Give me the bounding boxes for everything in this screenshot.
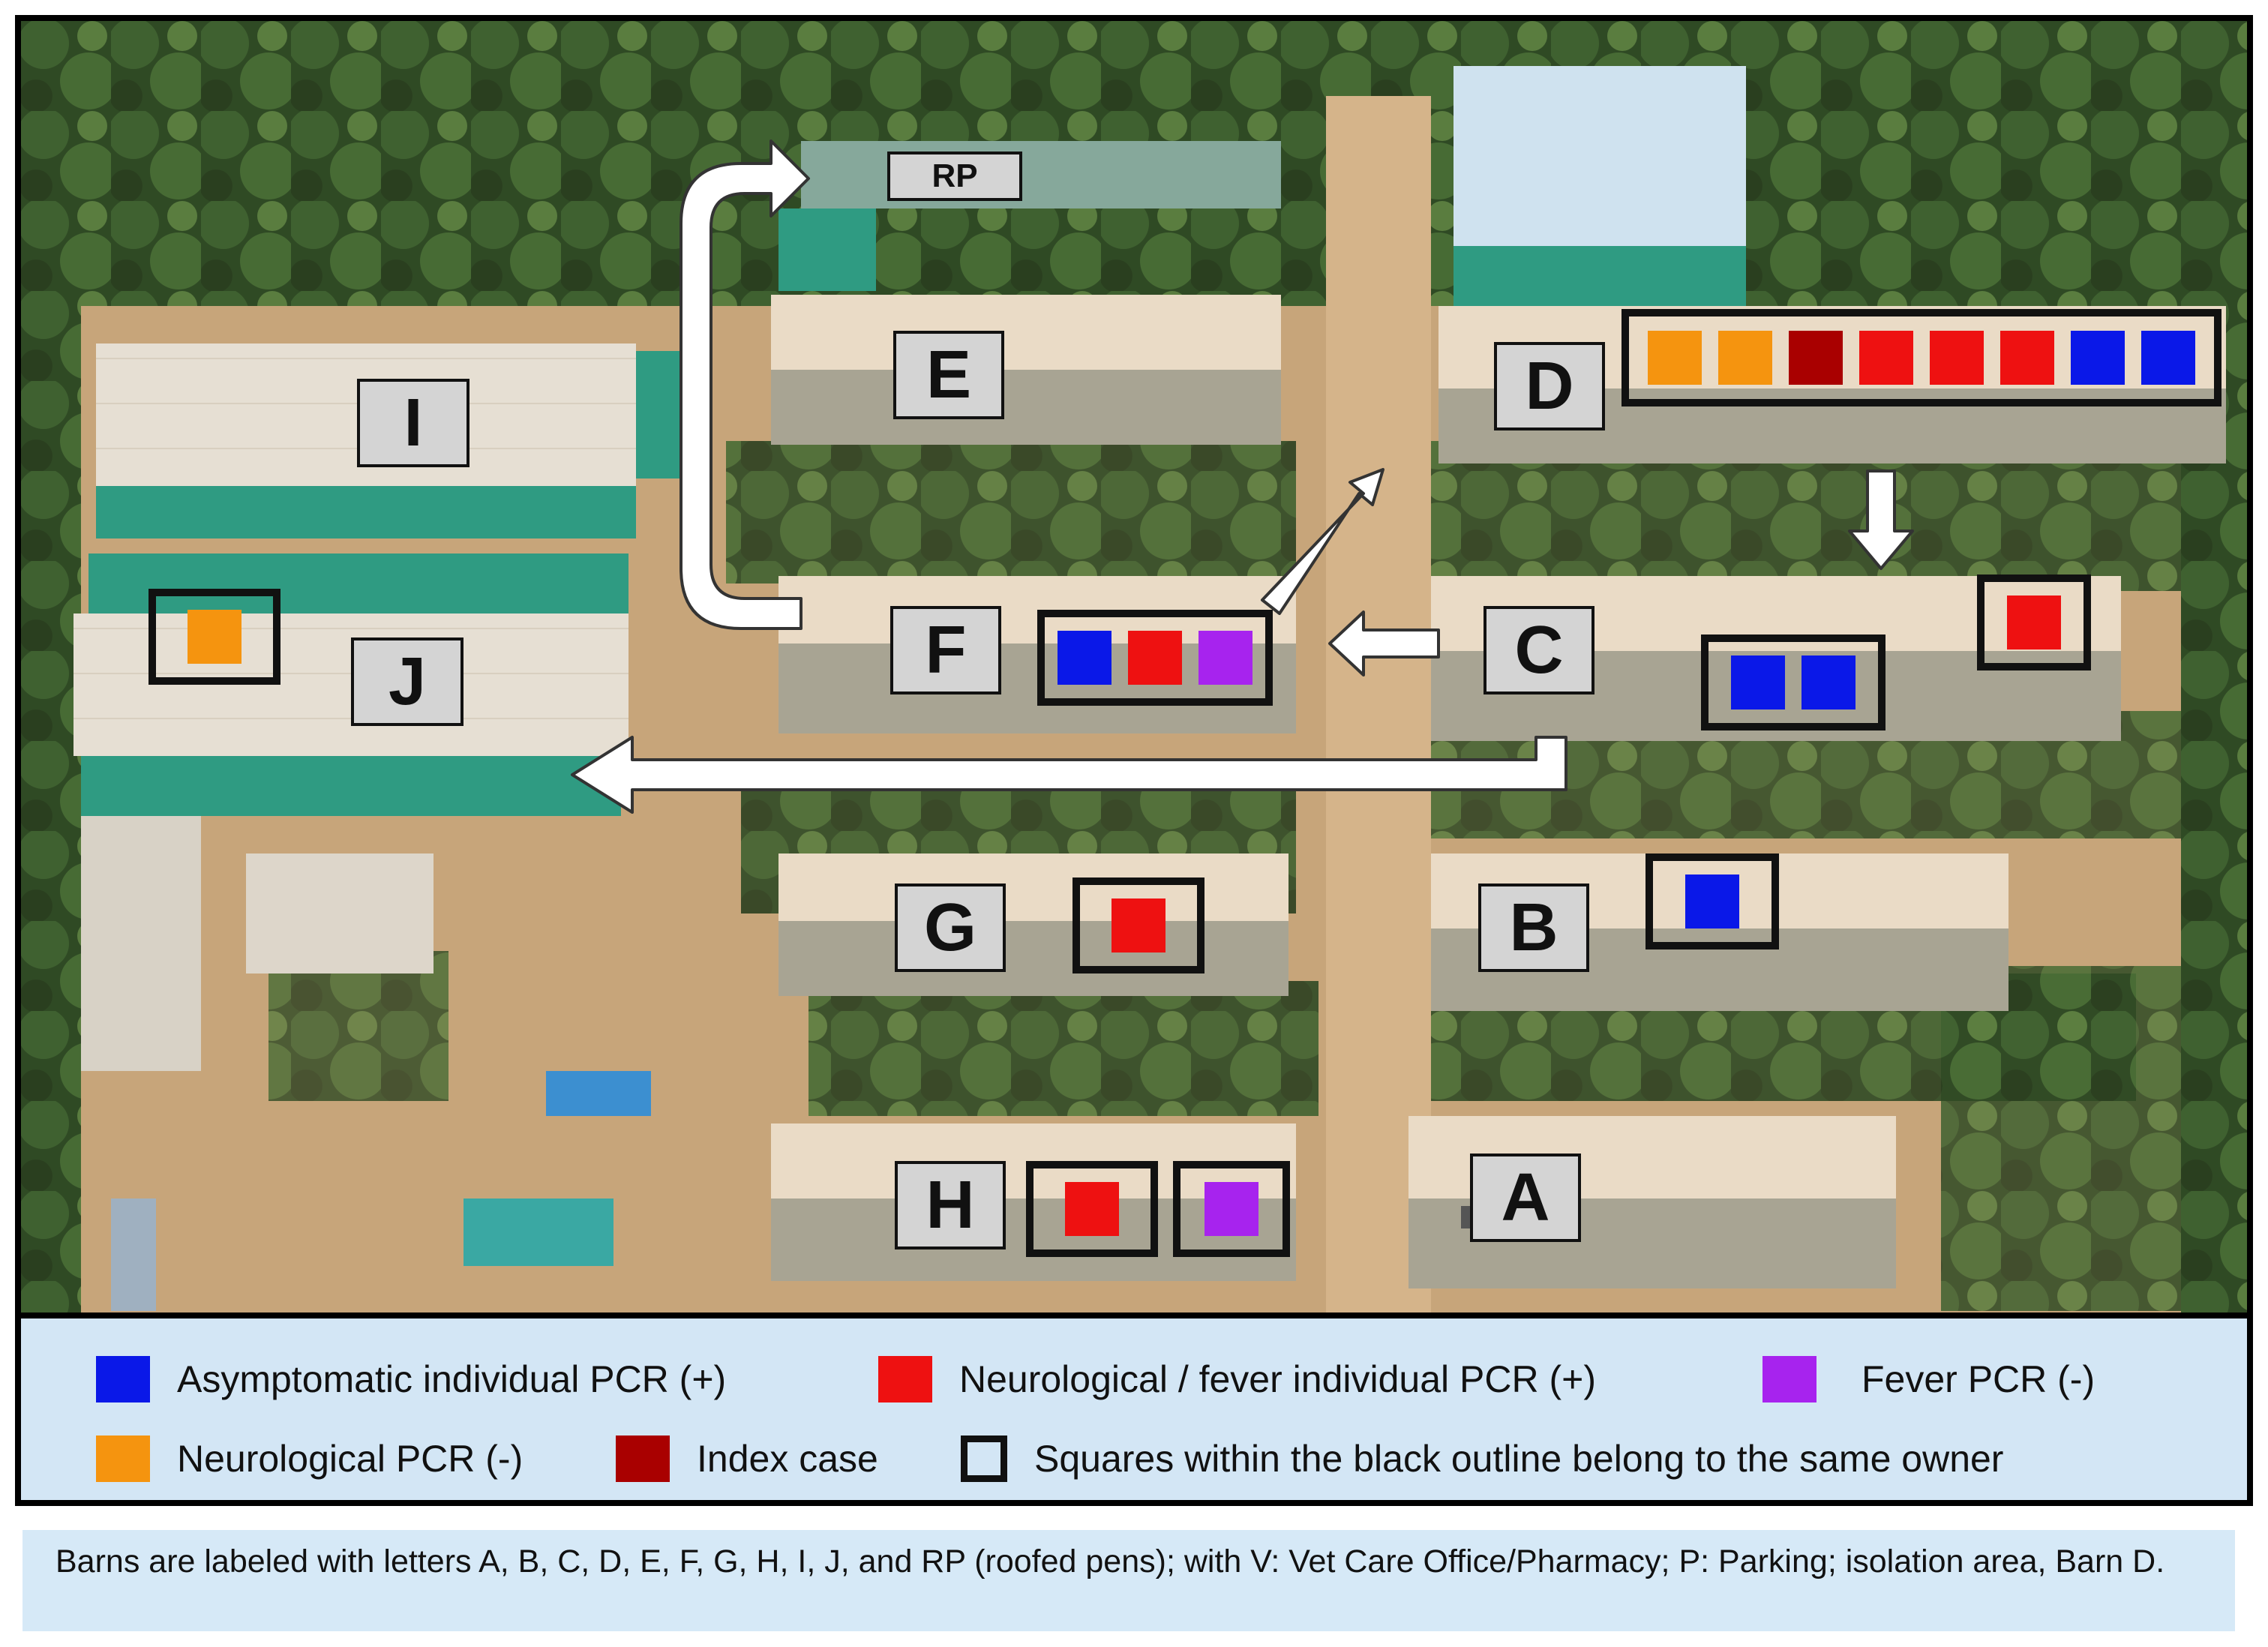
case-square-index-case xyxy=(1789,331,1843,385)
owner-group-h-left xyxy=(1026,1161,1158,1257)
legend-label-asymptomatic: Asymptomatic individual PCR (+) xyxy=(177,1358,727,1400)
legend-item-neuro-fever: Neurological / fever individual PCR (+) xyxy=(878,1356,1596,1402)
case-square-neuro-fever xyxy=(1859,331,1913,385)
barn-label-i: I xyxy=(357,379,470,467)
legend-swatch-owner-outline xyxy=(961,1436,1007,1482)
legend-label-neuro-neg: Neurological PCR (-) xyxy=(177,1438,524,1480)
barn-label-g: G xyxy=(895,884,1006,972)
arrow-f-to-rp xyxy=(680,140,810,630)
aerial-background xyxy=(21,21,2247,1312)
legend-item-fever-neg: Fever PCR (-) xyxy=(1762,1356,2095,1402)
case-square-neuro-fever xyxy=(2000,331,2054,385)
barn-label-rp: RP xyxy=(887,152,1022,201)
legend-label-fever-neg: Fever PCR (-) xyxy=(1862,1358,2096,1400)
barn-label-a: A xyxy=(1470,1154,1581,1242)
legend-label-neuro-fever: Neurological / fever individual PCR (+) xyxy=(959,1358,1596,1400)
legend-swatch-neuro-neg xyxy=(96,1436,150,1482)
arrow-f-to-e xyxy=(1261,468,1384,615)
movement-arrows xyxy=(571,140,1914,814)
barn-label-b: B xyxy=(1478,884,1589,972)
legend-swatch-fever-neg xyxy=(1762,1356,1816,1402)
legend: Asymptomatic individual PCR (+) Neurolog… xyxy=(15,1318,2253,1506)
case-square-neuro-fever xyxy=(2007,596,2061,650)
case-square-fever-neg xyxy=(1198,631,1252,685)
legend-swatch-asymptomatic xyxy=(96,1356,150,1402)
legend-swatch-index-case xyxy=(616,1436,670,1482)
arrow-c-to-f xyxy=(1328,610,1440,676)
legend-item-asymptomatic: Asymptomatic individual PCR (+) xyxy=(96,1356,726,1402)
legend-label-index-case: Index case xyxy=(697,1438,878,1480)
barn-label-h: H xyxy=(895,1161,1006,1250)
arrow-d-to-c xyxy=(1848,470,1914,570)
owner-group-h-right xyxy=(1173,1161,1290,1257)
legend-item-neuro-neg: Neurological PCR (-) xyxy=(96,1436,523,1482)
owner-group-c-right xyxy=(1977,574,2091,670)
barn-label-d: D xyxy=(1494,342,1605,430)
case-square-fever-neg xyxy=(1204,1182,1258,1236)
case-square-neuro-fever xyxy=(1065,1182,1119,1236)
barn-label-e: E xyxy=(893,331,1004,419)
owner-group-b xyxy=(1646,854,1779,950)
figure-caption: Barns are labeled with letters A, B, C, … xyxy=(22,1530,2235,1631)
owner-group-c-main xyxy=(1701,634,1886,730)
aerial-farm-map: I J RP E D F C G B H A xyxy=(15,15,2253,1318)
case-square-asymptomatic xyxy=(2071,331,2125,385)
owner-group-j xyxy=(148,589,280,685)
legend-item-index-case: Index case xyxy=(616,1436,878,1482)
legend-item-owner: Squares within the black outline belong … xyxy=(961,1436,2003,1482)
owner-group-g xyxy=(1072,878,1204,974)
barn-label-j: J xyxy=(351,638,464,726)
case-square-neuro-neg xyxy=(1648,331,1702,385)
case-square-neuro-fever xyxy=(1128,631,1182,685)
case-square-neuro-neg xyxy=(188,610,242,664)
case-square-neuro-fever xyxy=(1930,331,1984,385)
legend-label-owner: Squares within the black outline belong … xyxy=(1034,1438,2004,1480)
case-square-asymptomatic xyxy=(1058,631,1112,685)
case-square-neuro-neg xyxy=(1718,331,1772,385)
owner-group-f xyxy=(1037,610,1273,706)
case-square-asymptomatic xyxy=(1731,656,1785,710)
legend-swatch-neuro-fever xyxy=(878,1356,932,1402)
barn-label-c: C xyxy=(1484,606,1594,694)
case-square-asymptomatic xyxy=(1685,874,1739,928)
case-square-neuro-fever xyxy=(1112,898,1166,952)
arrow-c-to-j xyxy=(571,736,1568,814)
owner-group-d xyxy=(1622,309,2222,406)
case-square-asymptomatic xyxy=(1802,656,1856,710)
case-square-asymptomatic xyxy=(2141,331,2195,385)
barn-label-f: F xyxy=(890,606,1001,694)
